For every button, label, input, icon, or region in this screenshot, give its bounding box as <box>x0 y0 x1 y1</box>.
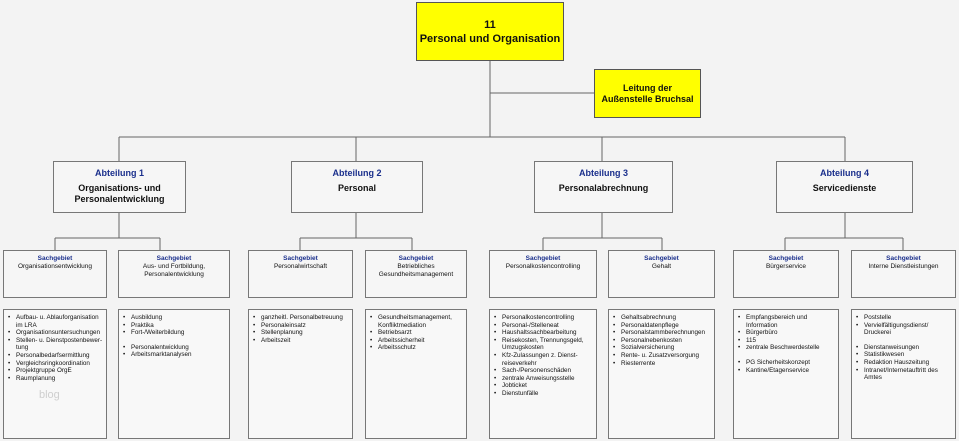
sachgebiet-box-7: Sachgebiet Bürgerservice <box>733 250 839 298</box>
sachgebiet-label: Sachgebiet <box>525 255 561 262</box>
task-item: Arbeitsschutz <box>370 344 463 352</box>
sachgebiet-box-1: Sachgebiet Organisationsentwicklung <box>3 250 107 298</box>
task-list-box-3: ganzheitl. PersonalbetreuungPersonaleins… <box>248 309 353 439</box>
task-item: Projektgruppe OrgE <box>8 367 103 375</box>
task-item: Raumplanung <box>8 375 103 383</box>
task-item: Gesundheitsmanagement, Konfliktmediation <box>370 314 463 329</box>
watermark-text: blog <box>39 389 60 401</box>
task-item: Sach-/Personenschäden <box>494 367 593 375</box>
task-item: Poststelle <box>856 314 952 322</box>
staff-unit-label: Leitung der Außenstelle Bruchsal <box>601 82 694 104</box>
task-item: PG Sicherheitskonzept <box>738 359 835 367</box>
task-item: Riesterrente <box>613 360 711 368</box>
sachgebiet-box-5: Sachgebiet Personalkostencontrolling <box>489 250 597 298</box>
department-box-4: Abteilung 4 Servicedienste <box>776 161 913 213</box>
sachgebiet-title: Betriebliches Gesundheitsmanagement <box>378 263 454 278</box>
staff-unit-box: Leitung der Außenstelle Bruchsal <box>594 69 701 118</box>
task-item: Vergleichsringkoordination <box>8 360 103 368</box>
sachgebiet-title: Gehalt <box>651 263 672 270</box>
root-unit-box: 11 Personal und Organisation <box>416 2 564 61</box>
sachgebiet-label: Sachgebiet <box>37 255 73 262</box>
department-box-3: Abteilung 3 Personalabrechnung <box>534 161 673 213</box>
task-list-box-1: Aufbau- u. Ablauforganisation im LRAOrga… <box>3 309 107 439</box>
task-item: Personal-/Stelleneat <box>494 322 593 330</box>
task-item: Personaldatenpflege <box>613 322 711 330</box>
sachgebiet-box-2: Sachgebiet Aus- und Fortbildung, Persona… <box>118 250 230 298</box>
task-item: Stellen- u. Dienstpostenbewer-tung <box>8 337 103 352</box>
sachgebiet-title: Personalwirtschaft <box>273 263 328 270</box>
task-item: Haushaltssachbearbeitung <box>494 329 593 337</box>
task-item: Empfangsbereich und Information <box>738 314 835 329</box>
task-item: Reisekosten, Trennungsgeld, Umzugskosten <box>494 337 593 352</box>
task-item: Praktika <box>123 322 226 330</box>
task-item: Kfz-Zulassungen z. Dienst-reiseverkehr <box>494 352 593 367</box>
task-item: Betriebsarzt <box>370 329 463 337</box>
task-item: Redaktion Hauszeitung <box>856 359 952 367</box>
task-list-box-5: PersonalkostencontrollingPersonal-/Stell… <box>489 309 597 439</box>
task-item: Vervielfältigungsdienst/ Druckerei <box>856 322 952 337</box>
task-item: Personalbedarfsermittlung <box>8 352 103 360</box>
sachgebiet-box-4: Sachgebiet Betriebliches Gesundheitsmana… <box>365 250 467 298</box>
task-list-box-7: Empfangsbereich und InformationBürgerbür… <box>733 309 839 439</box>
task-item: Intranet/Internetauftritt des Amtes <box>856 367 952 382</box>
department-name: Abteilung 2 <box>332 168 382 178</box>
sachgebiet-label: Sachgebiet <box>156 255 192 262</box>
task-item: Fort-/Weiterbildung <box>123 329 226 337</box>
sachgebiet-box-6: Sachgebiet Gehalt <box>608 250 715 298</box>
department-title: Servicedienste <box>812 183 877 193</box>
task-item: Dienstanweisungen <box>856 344 952 352</box>
task-item: Kantine/Etagenservice <box>738 367 835 375</box>
task-item: zentrale Anweisungsstelle <box>494 375 593 383</box>
task-item: ganzheitl. Personalbetreuung <box>253 314 349 322</box>
task-list-box-4: Gesundheitsmanagement, Konfliktmediation… <box>365 309 467 439</box>
sachgebiet-label: Sachgebiet <box>644 255 679 262</box>
task-item: Statistikwesen <box>856 351 952 359</box>
sachgebiet-box-8: Sachgebiet Interne Dienstleistungen <box>851 250 956 298</box>
sachgebiet-title: Interne Dienstleistungen <box>868 263 939 270</box>
task-item: Aufbau- u. Ablauforganisation im LRA <box>8 314 103 329</box>
sachgebiet-title: Aus- und Fortbildung, Personalentwicklun… <box>142 263 206 278</box>
task-item: Bürgerbüro <box>738 329 835 337</box>
department-title: Organisations- und Personalentwicklung <box>74 183 165 204</box>
task-item: Arbeitszeit <box>253 337 349 345</box>
task-item: Organisationsuntersuchungen <box>8 329 103 337</box>
task-item: 115 <box>738 337 835 345</box>
task-item: Personaleinsatz <box>253 322 349 330</box>
task-item: zentrale Beschwerdestelle <box>738 344 835 352</box>
task-list-box-8: PoststelleVervielfältigungsdienst/ Druck… <box>851 309 956 439</box>
task-item: Ausbildung <box>123 314 226 322</box>
task-item: Personalnebenkosten <box>613 337 711 345</box>
department-name: Abteilung 3 <box>579 168 628 178</box>
sachgebiet-box-3: Sachgebiet Personalwirtschaft <box>248 250 353 298</box>
department-title: Personalabrechnung <box>558 183 649 193</box>
sachgebiet-title: Bürgerservice <box>765 263 807 270</box>
root-unit-title: Personal und Organisation <box>419 32 561 45</box>
department-box-2: Abteilung 2 Personal <box>291 161 423 213</box>
task-item: Jobticket <box>494 382 593 390</box>
task-item: Sozialversicherung <box>613 344 711 352</box>
department-title: Personal <box>337 183 377 193</box>
task-item: Arbeitssicherheit <box>370 337 463 345</box>
task-list-box-2: AusbildungPraktikaFort-/WeiterbildungPer… <box>118 309 230 439</box>
sachgebiet-label: Sachgebiet <box>768 255 804 262</box>
sachgebiet-title: Organisationsentwicklung <box>17 263 93 270</box>
task-item: Gehaltsabrechnung <box>613 314 711 322</box>
sachgebiet-label: Sachgebiet <box>398 255 434 262</box>
task-item: Personalstammberechnungen <box>613 329 711 337</box>
department-box-1: Abteilung 1 Organisations- und Personale… <box>53 161 186 213</box>
root-unit-number: 11 <box>484 18 496 31</box>
task-item: Rente- u. Zusatzversorgung <box>613 352 711 360</box>
task-item: Personalentwicklung <box>123 344 226 352</box>
task-item: Stellenplanung <box>253 329 349 337</box>
department-name: Abteilung 1 <box>95 168 144 178</box>
sachgebiet-title: Personalkostencontrolling <box>505 263 581 270</box>
task-list-box-6: GehaltsabrechnungPersonaldatenpflegePers… <box>608 309 715 439</box>
task-item: Personalkostencontrolling <box>494 314 593 322</box>
sachgebiet-label: Sachgebiet <box>886 255 921 262</box>
task-item: Arbeitsmarktanalysen <box>123 351 226 359</box>
department-name: Abteilung 4 <box>820 168 869 178</box>
sachgebiet-label: Sachgebiet <box>283 255 318 262</box>
task-item: Dienstunfälle <box>494 390 593 398</box>
